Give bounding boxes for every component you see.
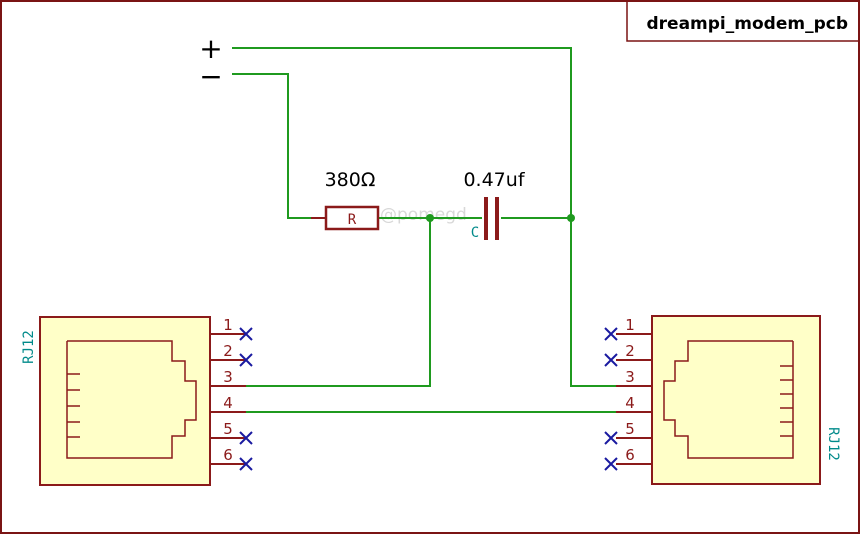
right-jack-body bbox=[651, 315, 821, 485]
left-pin-label-6: 6 bbox=[223, 446, 233, 464]
wires bbox=[232, 47, 652, 413]
right-no-connect-pin6 bbox=[604, 457, 618, 471]
right-jack-socket-outline bbox=[663, 340, 794, 459]
right-jack-pin-leads bbox=[616, 333, 652, 465]
left-jack-socket-outline bbox=[66, 340, 197, 459]
watermark: @pomegd bbox=[380, 205, 467, 225]
right-pin-label-3: 3 bbox=[625, 368, 635, 386]
resistor-body bbox=[324, 205, 380, 231]
right-rj12-jack: RJ12 1 2 3 4 5 6 bbox=[604, 315, 841, 485]
left-no-connect-pin1 bbox=[239, 327, 253, 341]
resistor-ref: R bbox=[348, 212, 357, 228]
plus-terminal-label: + bbox=[199, 32, 222, 65]
sheet-title: dreampi_modem_pcb bbox=[647, 14, 849, 34]
wire-junction-to-left-pin3 bbox=[246, 218, 431, 387]
left-pin-label-2: 2 bbox=[223, 342, 233, 360]
wire-minus-to-resistor bbox=[232, 73, 326, 219]
left-no-connect-pin2 bbox=[239, 353, 253, 367]
left-pin-label-4: 4 bbox=[223, 394, 233, 412]
right-no-connect-pin5 bbox=[604, 431, 618, 445]
left-no-connect-pin6 bbox=[239, 457, 253, 471]
capacitor-value: 0.47uf bbox=[463, 169, 525, 191]
resistor: R 380Ω bbox=[311, 169, 380, 231]
right-pin-label-4: 4 bbox=[625, 394, 635, 412]
right-no-connect-pin2 bbox=[604, 353, 618, 367]
capacitor: C 0.47uf bbox=[463, 169, 525, 241]
right-pin-label-2: 2 bbox=[625, 342, 635, 360]
left-pin-label-5: 5 bbox=[223, 420, 233, 438]
right-pin-label-5: 5 bbox=[625, 420, 635, 438]
left-jack-body bbox=[39, 316, 211, 486]
resistor-value: 380Ω bbox=[325, 169, 376, 191]
left-pin-label-3: 3 bbox=[223, 368, 233, 386]
right-pin-label-1: 1 bbox=[625, 316, 635, 334]
left-rj12-jack: RJ12 1 2 3 4 5 6 bbox=[21, 316, 253, 486]
left-no-connect-flags bbox=[239, 327, 253, 471]
right-pin-label-6: 6 bbox=[625, 446, 635, 464]
left-no-connect-pin5 bbox=[239, 431, 253, 445]
left-jack-pin-leads bbox=[210, 333, 246, 465]
right-jack-contacts bbox=[780, 365, 793, 437]
minus-terminal-label: − bbox=[199, 60, 222, 93]
right-no-connect-flags bbox=[604, 327, 618, 471]
right-jack-ref: RJ12 bbox=[825, 427, 841, 461]
left-pin-label-1: 1 bbox=[223, 316, 233, 334]
right-no-connect-pin1 bbox=[604, 327, 618, 341]
capacitor-ref: C bbox=[471, 225, 479, 241]
title-block-border bbox=[626, 1, 859, 42]
junction-dot-left bbox=[426, 214, 434, 222]
junction-dot-right bbox=[567, 214, 575, 222]
left-jack-ref: RJ12 bbox=[21, 330, 37, 364]
left-jack-contacts bbox=[67, 373, 80, 438]
